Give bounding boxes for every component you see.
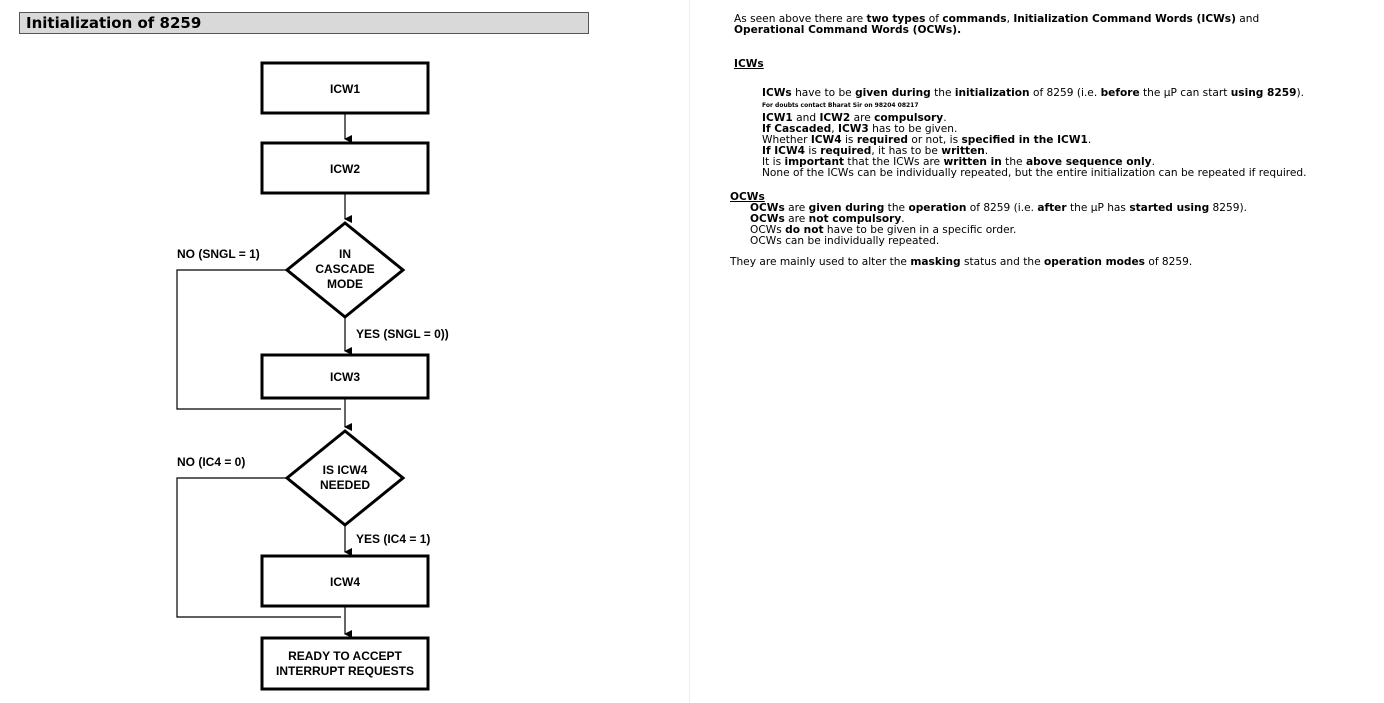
right-page: As seen above there are two types of com… bbox=[690, 0, 1384, 703]
closing-line: They are mainly used to alter the maskin… bbox=[730, 256, 1193, 268]
ocws-heading: OCWs bbox=[730, 191, 765, 203]
bypass-line bbox=[176, 269, 341, 410]
final-line2: INTERRUPT REQUESTS bbox=[276, 664, 414, 678]
icws-heading: ICWs bbox=[734, 58, 764, 70]
decision2-line2: NEEDED bbox=[320, 478, 370, 492]
ocws-line-3: OCWs do not have to be given in a specif… bbox=[750, 224, 1017, 236]
icws-line-7: None of the ICWs can be individually rep… bbox=[762, 167, 1307, 179]
yes-sngl-label: YES (SNGL = 0)) bbox=[356, 327, 449, 341]
icw4-box bbox=[260, 554, 430, 608]
page-divider bbox=[689, 0, 690, 703]
icws-line-2: ICW1 and ICW2 are compulsory. bbox=[762, 112, 947, 124]
ocws-line-2: OCWs are not compulsory. bbox=[750, 213, 905, 225]
no-ic4-label: NO (IC4 = 0) bbox=[177, 455, 245, 469]
icws-line-4: Whether ICW4 is required or not, is spec… bbox=[762, 134, 1092, 146]
decision2-line1: IS ICW4 bbox=[323, 463, 368, 477]
intro-line-2: Operational Command Words (OCWs). bbox=[734, 24, 962, 36]
icw1-box bbox=[260, 61, 430, 115]
icws-line-3: If Cascaded, ICW3 has to be given. bbox=[762, 123, 958, 135]
left-page: Initialization of 8259 ICW1 ICW2 IN CASC… bbox=[0, 0, 690, 703]
icw2-label: ICW2 bbox=[330, 162, 360, 176]
decision1-line2: CASCADE bbox=[315, 262, 374, 276]
yes-ic4-label: YES (IC4 = 1) bbox=[356, 532, 430, 546]
final-line1: READY TO ACCEPT bbox=[288, 649, 402, 663]
ocws-line-4: OCWs can be individually repeated. bbox=[750, 235, 940, 247]
intro-line-1: As seen above there are two types of com… bbox=[734, 13, 1260, 25]
icw2-box bbox=[260, 141, 430, 195]
icw1-label: ICW1 bbox=[330, 82, 360, 96]
icws-line-6: It is important that the ICWs are writte… bbox=[762, 156, 1155, 168]
icws-line-1: ICWs have to be given during the initial… bbox=[762, 87, 1305, 99]
flowchart: ICW1 ICW2 IN CASCADE MODE NO (SNGL = 1) … bbox=[176, 61, 449, 691]
icw4-label: ICW4 bbox=[330, 575, 360, 589]
bypass-line-2 bbox=[176, 477, 341, 618]
icw3-label: ICW3 bbox=[330, 370, 360, 384]
no-sngl-label: NO (SNGL = 1) bbox=[177, 247, 260, 261]
icws-line-5: If ICW4 is required, it has to be writte… bbox=[762, 145, 989, 157]
decision1-line1: IN bbox=[339, 247, 351, 261]
contact-note: For doubts contact Bharat Sir on 98204 0… bbox=[762, 102, 919, 109]
ocws-line-1: OCWs are given during the operation of 8… bbox=[750, 202, 1248, 214]
section-title: Initialization of 8259 bbox=[19, 12, 589, 34]
ready-box bbox=[260, 636, 430, 691]
decision1-line3: MODE bbox=[327, 277, 363, 291]
